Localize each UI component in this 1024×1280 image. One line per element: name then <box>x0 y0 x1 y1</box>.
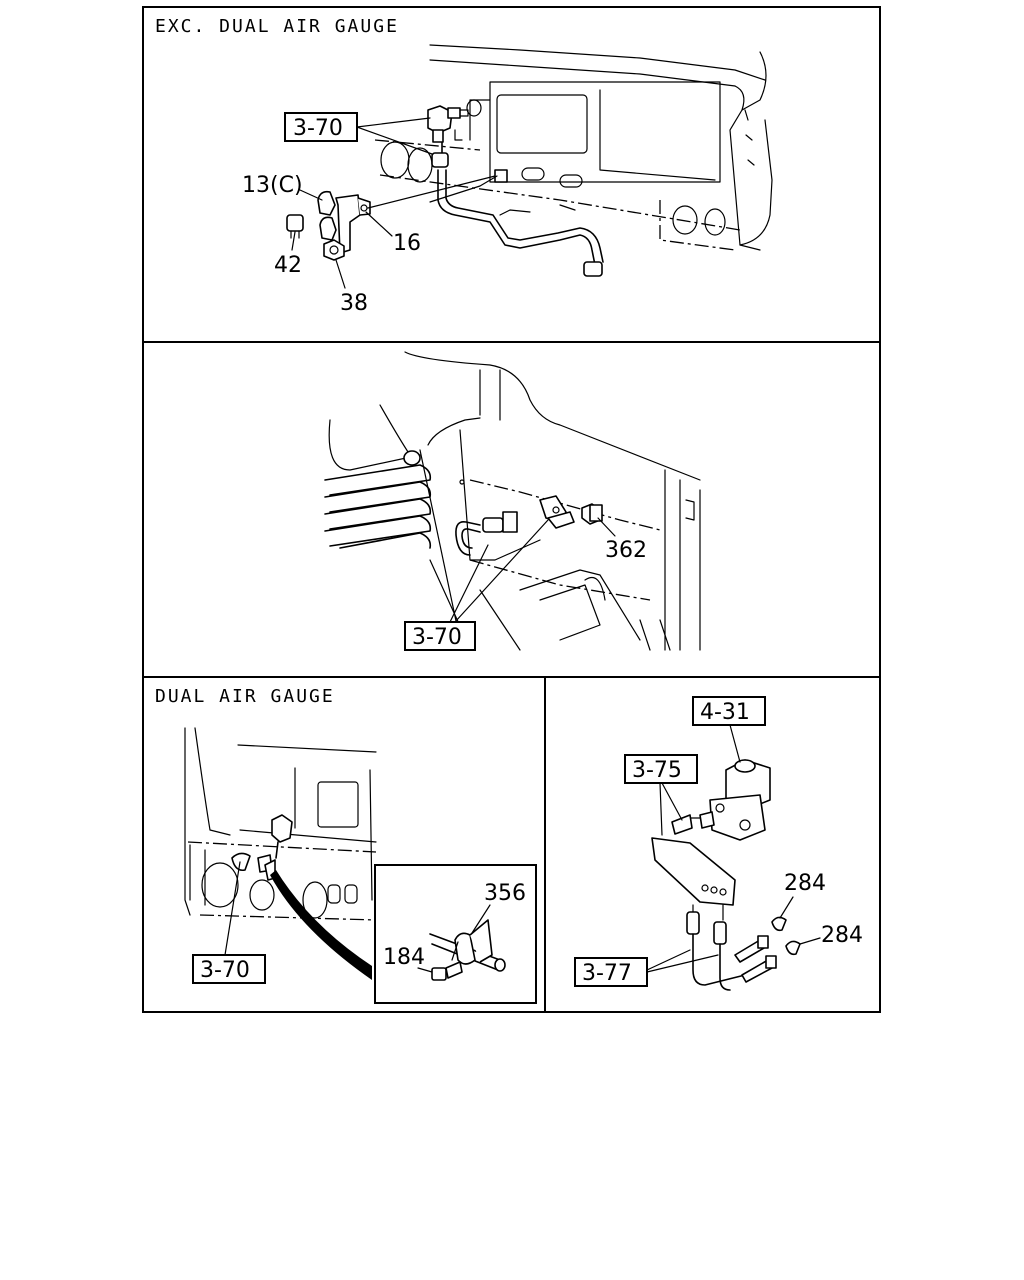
panel-exc-dual-air-gauge: EXC. DUAL AIR GAUGE <box>155 16 773 316</box>
part-label-13c: 13(C) <box>242 173 303 198</box>
cab-front-illustration <box>374 44 773 251</box>
detail-wedge <box>270 870 372 980</box>
panel-valve-assembly: 4-31 3-75 3-77 284 284 <box>574 696 863 991</box>
cab-panel-illustration <box>184 727 377 921</box>
pipe-clip-assembly <box>455 495 603 556</box>
tee-and-clip <box>231 814 293 881</box>
air-pipe-assembly <box>427 99 604 277</box>
panel-middle: 3-70 362 <box>324 351 701 651</box>
panel-title-exc-dual: EXC. DUAL AIR GAUGE <box>155 16 399 37</box>
part-label-16: 16 <box>393 231 421 256</box>
part-label-38: 38 <box>340 291 368 316</box>
hose-illustration <box>686 911 801 991</box>
ref-3-70-top: 3-70 <box>293 116 343 141</box>
clip-bracket-assembly <box>286 175 496 261</box>
diagram-frame <box>142 6 881 1013</box>
part-label-284-upper: 284 <box>784 871 826 896</box>
part-label-284-lower: 284 <box>821 923 863 948</box>
detail-inset-box <box>374 864 537 1004</box>
valve-illustration <box>671 759 771 841</box>
part-label-362: 362 <box>605 538 647 563</box>
ref-3-75: 3-75 <box>632 758 682 783</box>
ref-4-31: 4-31 <box>700 700 750 725</box>
ref-box-3-75 <box>624 754 698 784</box>
panel-dual-air-gauge: DUAL AIR GAUGE <box>155 686 537 1004</box>
floor-illustration <box>324 351 701 651</box>
ref-box-4-31 <box>692 696 766 726</box>
detail-clip-illustration <box>429 919 506 981</box>
part-label-184: 184 <box>383 945 425 970</box>
ref-3-70-middle: 3-70 <box>412 625 462 650</box>
ref-box-3-70-middle <box>404 621 476 651</box>
part-label-356: 356 <box>484 881 526 906</box>
ref-box-3-70-top <box>284 112 358 142</box>
ref-3-77: 3-77 <box>582 961 632 986</box>
ref-3-70-dual: 3-70 <box>200 958 250 983</box>
part-label-42: 42 <box>274 253 302 278</box>
panel-title-dual: DUAL AIR GAUGE <box>155 686 335 707</box>
bracket-illustration <box>651 837 736 921</box>
ref-box-3-70-dual <box>192 954 266 984</box>
